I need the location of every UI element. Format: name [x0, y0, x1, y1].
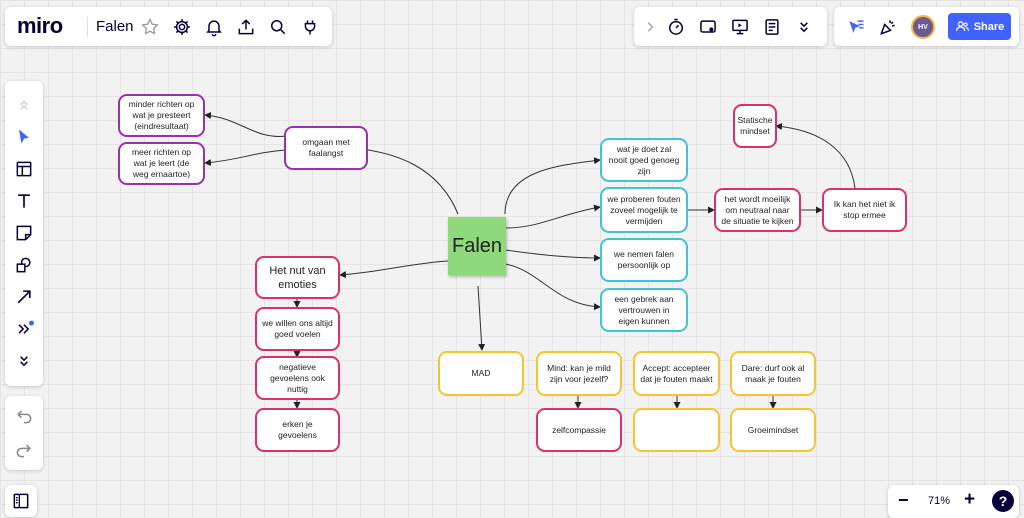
undo-icon[interactable]	[10, 402, 38, 430]
node-groei[interactable]: Groeimindset	[730, 408, 816, 452]
sticky-note-icon[interactable]	[10, 219, 38, 247]
search-icon[interactable]	[264, 13, 292, 41]
node-dare[interactable]: Dare: durf ook al maak je fouten	[730, 351, 816, 396]
node-negatieve[interactable]: negatieve gevoelens ook nuttig	[255, 356, 340, 400]
zoom-controls: − 71% + ?	[888, 485, 1019, 518]
collapse-chevron-icon[interactable]	[636, 13, 664, 41]
share-label: Share	[973, 20, 1005, 33]
node-zelfcompassie[interactable]: zelfcompassie	[536, 408, 622, 452]
shapes-icon[interactable]	[10, 251, 38, 279]
connector	[477, 285, 486, 351]
zoom-level[interactable]: 71%	[928, 495, 951, 507]
node-statische[interactable]: Statische mindset	[733, 104, 777, 148]
connector	[204, 149, 287, 166]
reactions-icon[interactable]	[842, 13, 870, 41]
node-minder[interactable]: minder richten op wat je presteert (eind…	[118, 94, 205, 137]
share-button[interactable]: Share	[948, 13, 1011, 40]
sidebar-panel-icon	[7, 487, 35, 515]
top-left-toolbar: miro Falen	[5, 7, 332, 46]
node-gebrek[interactable]: een gebrek aan vertrouwen in eigen kunne…	[600, 288, 688, 332]
connector	[504, 157, 601, 215]
node-accept[interactable]: Accept: accepteer dat je fouten maakt	[633, 351, 720, 396]
node-moeilijk[interactable]: het wordt moeilijk om neutraal naar de s…	[714, 188, 801, 232]
connector	[339, 260, 449, 279]
frames-panel-button[interactable]	[5, 485, 37, 517]
video-chat-icon[interactable]	[694, 13, 722, 41]
expand-down-icon[interactable]	[10, 347, 38, 375]
node-stop[interactable]: Ik kan het niet ik stop ermee	[822, 188, 907, 232]
connector	[775, 123, 856, 189]
node-nooit[interactable]: wat je doet zal nooit goed genoeg zijn	[600, 138, 688, 182]
people-icon	[955, 21, 969, 31]
user-avatar[interactable]: HV	[911, 15, 935, 39]
select-cursor-icon[interactable]	[10, 123, 38, 151]
more-chevrons-down-icon[interactable]	[790, 13, 818, 41]
node-mad[interactable]: MAD	[438, 351, 524, 396]
left-toolbar	[5, 81, 43, 386]
node-persoonlijk[interactable]: we nemen falen persoonlijk op	[600, 238, 688, 282]
node-erken[interactable]: erken je gevoelens	[255, 408, 340, 452]
board-title[interactable]: Falen	[96, 18, 134, 35]
connector	[504, 263, 601, 311]
connection-line-icon[interactable]	[10, 283, 38, 311]
notes-document-icon[interactable]	[758, 13, 786, 41]
more-tools-icon[interactable]	[10, 315, 38, 343]
divider	[87, 17, 88, 37]
star-icon[interactable]	[136, 13, 164, 41]
connector	[504, 204, 601, 229]
node-proberen[interactable]: we proberen fouten zoveel mogelijk te ve…	[600, 187, 688, 233]
node-empty[interactable]	[633, 408, 720, 452]
upload-icon[interactable]	[232, 13, 260, 41]
plug-integrations-icon[interactable]	[296, 13, 324, 41]
node-mind[interactable]: Mind: kan je mild zijn voor jezelf?	[536, 351, 622, 396]
zoom-out-button[interactable]: −	[898, 490, 909, 510]
text-tool-icon[interactable]	[10, 187, 38, 215]
node-nut[interactable]: Het nut van emoties	[255, 256, 340, 299]
connector	[504, 249, 601, 262]
connector	[204, 112, 287, 137]
help-button[interactable]: ?	[992, 490, 1014, 512]
presentation-icon[interactable]	[726, 13, 754, 41]
collapse-up-icon[interactable]	[10, 91, 38, 119]
redo-icon[interactable]	[10, 436, 38, 464]
node-omgaan[interactable]: omgaan met faalangst	[284, 126, 368, 170]
node-willen[interactable]: we willen ons altijd goed voelen	[255, 307, 340, 351]
miro-logo[interactable]: miro	[17, 13, 63, 38]
templates-icon[interactable]	[10, 155, 38, 183]
bell-icon[interactable]	[200, 13, 228, 41]
top-right-tools-panel	[634, 7, 827, 46]
undo-redo-panel	[5, 396, 43, 470]
top-right-share-panel: HV Share	[834, 7, 1019, 46]
central-sticky-note[interactable]: Falen	[448, 217, 506, 275]
zoom-in-button[interactable]: +	[964, 489, 976, 510]
celebrate-icon[interactable]	[874, 13, 902, 41]
timer-icon[interactable]	[662, 13, 690, 41]
node-meer[interactable]: meer richten op wat je leert (de weg ern…	[118, 142, 205, 185]
settings-gear-icon[interactable]	[168, 13, 196, 41]
